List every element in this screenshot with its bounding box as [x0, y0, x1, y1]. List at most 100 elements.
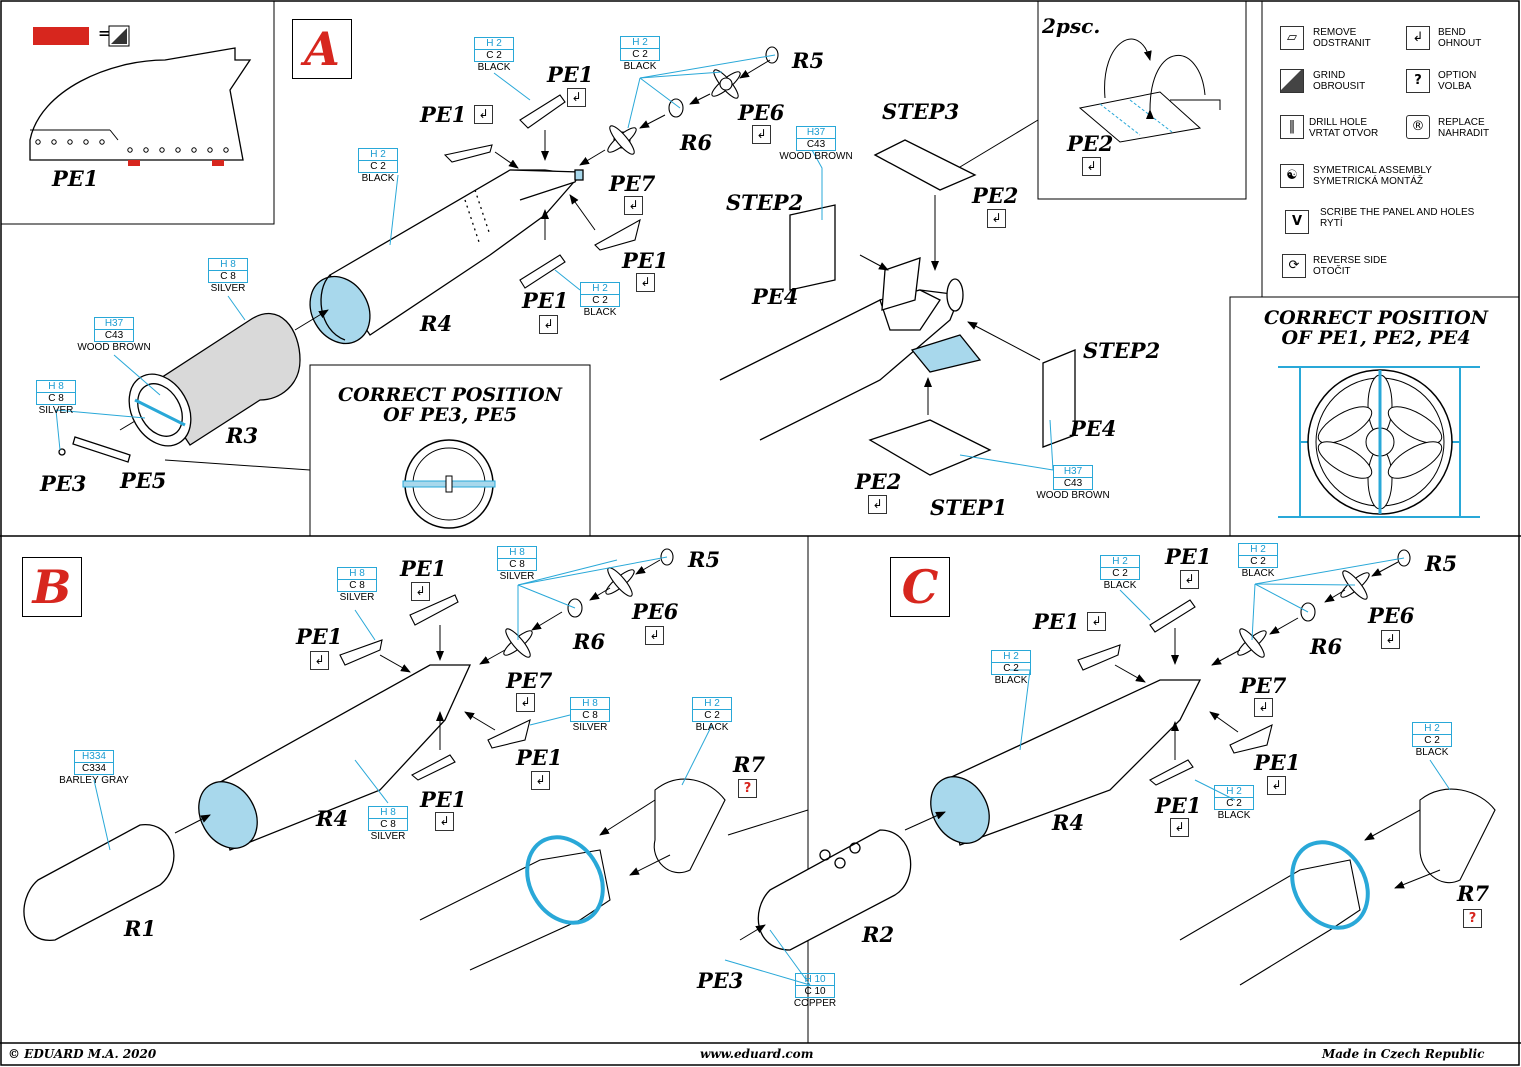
correct-position-pe1-figure — [1278, 366, 1480, 518]
label-r7: R7 — [733, 752, 766, 777]
scribe-icon: V — [1285, 210, 1309, 234]
bend-icon: ↲ — [531, 771, 550, 790]
label-pe1: PE1 — [296, 624, 343, 649]
label-r5: R5 — [792, 48, 825, 73]
symmetric-icon: ☯ — [1280, 164, 1304, 188]
label-r6: R6 — [1310, 634, 1343, 659]
bend-icon: ↲ — [310, 651, 329, 670]
remove-icon: ▱ — [1280, 26, 1304, 50]
bend-icon: ↲ — [539, 315, 558, 334]
label-pe1: PE1 — [547, 62, 594, 87]
footer-made-in: Made in Czech Republic — [1322, 1047, 1485, 1061]
label-pe5: PE5 — [120, 468, 167, 493]
label-pe2: PE2 — [972, 183, 1019, 208]
label-r6: R6 — [573, 629, 606, 654]
option-icon: ? — [1463, 909, 1482, 928]
label-pe1: PE1 — [420, 102, 467, 127]
bend-icon: ↲ — [868, 495, 887, 514]
bend-icon: ↲ — [474, 105, 493, 124]
bend-icon: ↲ — [645, 626, 664, 645]
bend-icon: ↲ — [567, 88, 586, 107]
section-c-letter: C — [890, 557, 950, 617]
correct-position-pe3-figure — [402, 439, 496, 529]
red-swatch — [33, 27, 89, 45]
label-r4: R4 — [1052, 810, 1085, 835]
bend-icon: ↲ — [411, 582, 430, 601]
bend-icon: ↲ — [516, 693, 535, 712]
inset-pe1-label: PE1 — [52, 166, 99, 191]
label-pe7: PE7 — [506, 668, 553, 693]
label-r5: R5 — [1425, 551, 1458, 576]
label-r2: R2 — [862, 922, 895, 947]
label-pe1: PE1 — [420, 787, 467, 812]
label-pe1: PE1 — [516, 745, 563, 770]
equals-sign: = — [98, 24, 111, 42]
label-pe7: PE7 — [1240, 673, 1287, 698]
section-a-letter: A — [292, 19, 352, 79]
label-r4: R4 — [420, 311, 453, 336]
bend-icon: ↲ — [1180, 570, 1199, 589]
label-step2: STEP2 — [726, 190, 804, 215]
label-r5: R5 — [688, 547, 721, 572]
inset-pe1-box — [0, 0, 275, 225]
label-pe6: PE6 — [738, 100, 785, 125]
inset-2psc-title: 2psc. — [1042, 14, 1101, 38]
label-pe6: PE6 — [1368, 603, 1415, 628]
bend-icon: ↲ — [1082, 157, 1101, 176]
option-legend-icon: ? — [1406, 69, 1430, 93]
section-c-torpedo — [757, 679, 1202, 951]
label-r4: R4 — [316, 806, 349, 831]
label-pe1: PE1 — [522, 288, 569, 313]
bend-icon: ↲ — [624, 196, 643, 215]
reverse-icon: ⟳ — [1282, 254, 1306, 278]
section-b-letter: B — [22, 557, 82, 617]
label-pe4: PE4 — [1070, 416, 1117, 441]
label-pe3: PE3 — [697, 968, 744, 993]
bend-icon: ↲ — [636, 273, 655, 292]
label-pe6: PE6 — [632, 599, 679, 624]
bend-icon: ↲ — [1170, 818, 1189, 837]
bend-icon: ↲ — [435, 812, 454, 831]
label-step3: STEP3 — [882, 99, 960, 124]
label-pe1: PE1 — [1165, 544, 1212, 569]
footer-website[interactable]: www.eduard.com — [700, 1047, 814, 1061]
label-r7: R7 — [1457, 881, 1490, 906]
replace-icon: ® — [1406, 115, 1430, 139]
label-pe1: PE1 — [1033, 609, 1080, 634]
label-step2: STEP2 — [1083, 338, 1161, 363]
inset-2psc-box — [1037, 0, 1247, 200]
label-r6: R6 — [680, 130, 713, 155]
section-b-torpedo — [23, 664, 472, 941]
label-r3: R3 — [226, 423, 259, 448]
label-pe1: PE1 — [1155, 793, 1202, 818]
grind-icon — [1280, 69, 1304, 93]
label-pe1: PE1 — [1254, 750, 1301, 775]
